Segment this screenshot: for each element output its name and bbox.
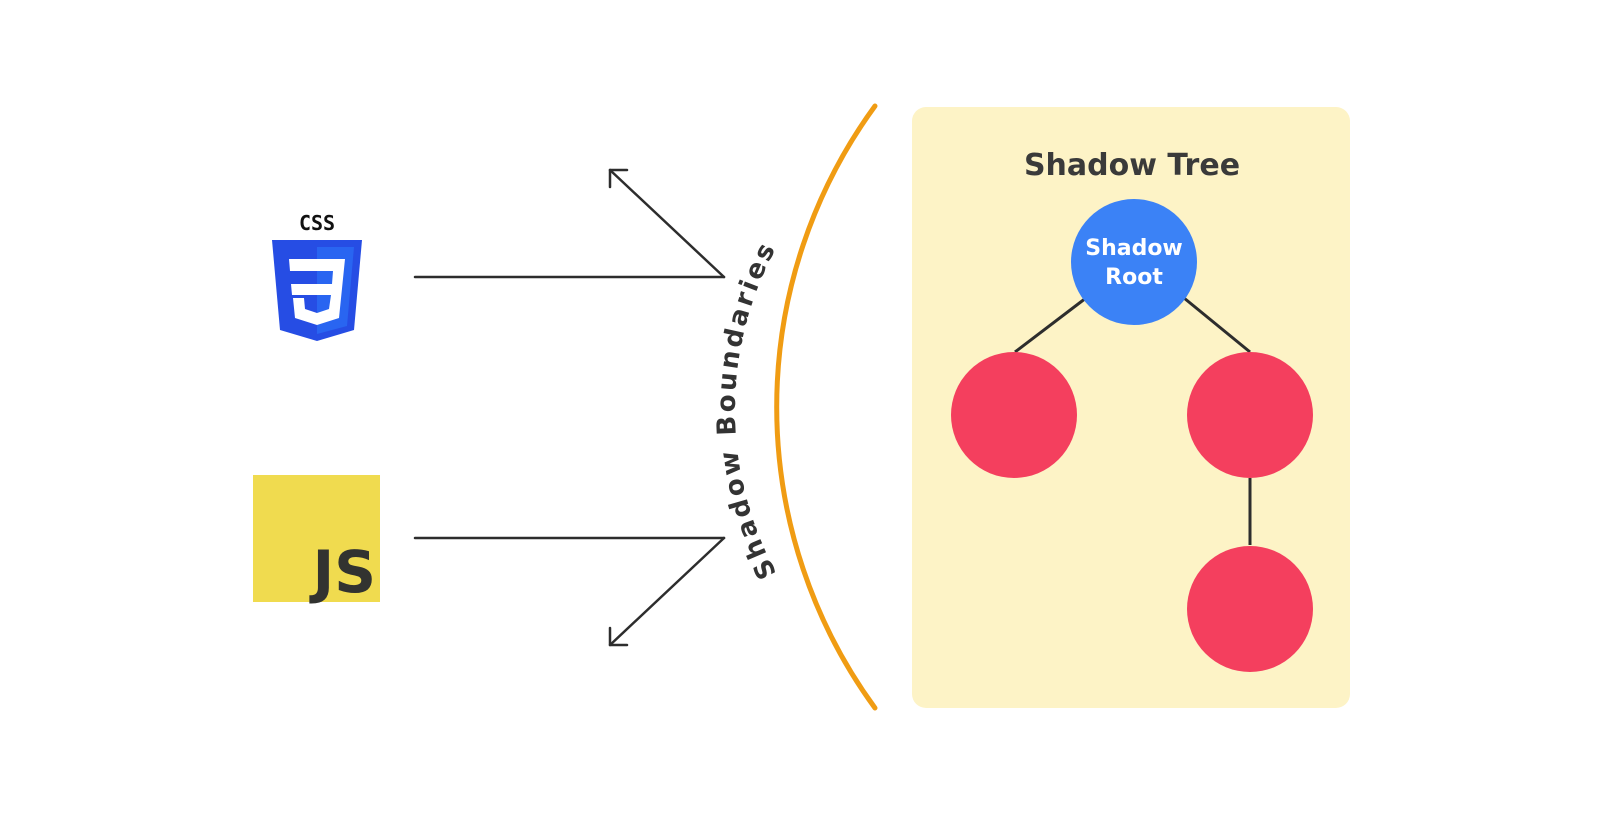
css-deflect-arrowhead [608, 168, 629, 189]
js-deflect-line [608, 536, 726, 647]
edge-root-right [1183, 296, 1251, 354]
shadow-tree-panel: Shadow Tree Shadow Root [912, 107, 1350, 708]
js-logo-text: JS [309, 538, 376, 606]
child-node-left [951, 352, 1077, 478]
js-logo: JS [253, 475, 380, 606]
shadow-root-label-line2: Root [1105, 265, 1163, 290]
child-node-right [1187, 352, 1313, 478]
css-deflect-line [608, 168, 726, 279]
shadow-boundary-arc [774, 103, 878, 711]
shadow-tree-title: Shadow Tree [1024, 148, 1240, 183]
tree-edges [1014, 296, 1252, 545]
shadow-boundary-label: Shadow Boundaries [712, 236, 783, 584]
shadow-root-node [1071, 199, 1197, 325]
grandchild-node [1187, 546, 1313, 672]
css-three-glyph [289, 259, 345, 325]
shadow-root-label-line1: Shadow [1085, 236, 1183, 261]
css-logo-text: CSS [299, 211, 335, 235]
js-deflect-arrowhead [608, 626, 629, 647]
css-logo: CSS [272, 211, 362, 341]
edge-root-left [1014, 296, 1087, 354]
arrows [413, 168, 726, 647]
js-logo-square [253, 475, 380, 602]
